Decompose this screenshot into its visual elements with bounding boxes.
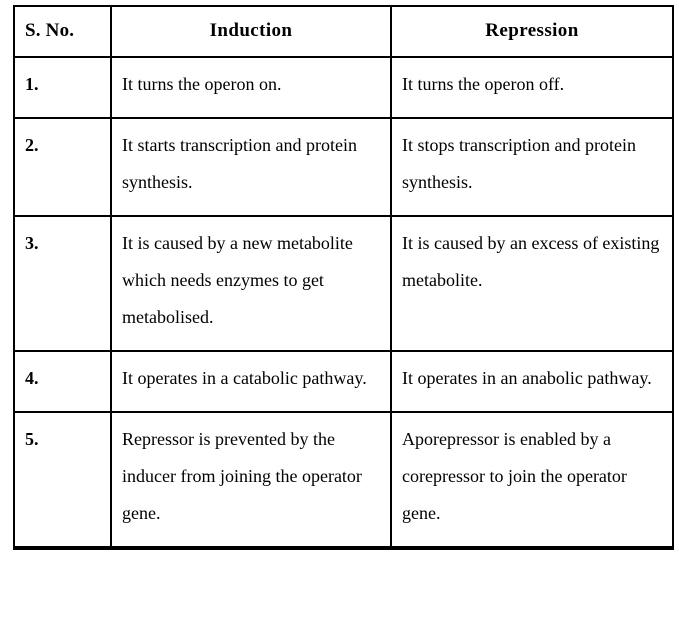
column-header-induction: Induction	[110, 5, 392, 58]
cell-repression: It turns the operon off.	[390, 56, 674, 119]
table-row: 2. It starts transcription and protein s…	[13, 117, 674, 217]
cell-induction: It is caused by a new metabolite which n…	[110, 215, 392, 352]
cell-sno: 2.	[13, 117, 112, 217]
cell-repression: It is caused by an excess of existing me…	[390, 215, 674, 352]
cell-sno: 4.	[13, 350, 112, 413]
cell-repression-text: It turns the operon off.	[402, 74, 565, 94]
cell-sno: 1.	[13, 56, 112, 119]
table-header-row: S. No. Induction Repression	[13, 5, 674, 58]
table-header: S. No. Induction Repression	[13, 5, 674, 58]
column-header-sno: S. No.	[13, 5, 112, 58]
cell-induction-text: It operates in a catabolic pathway.	[122, 368, 367, 388]
table-row: 3. It is caused by a new metabolite whic…	[13, 215, 674, 352]
cell-repression-text: It is caused by an excess of existing me…	[402, 233, 660, 290]
cell-induction: Repressor is prevented by the inducer fr…	[110, 411, 392, 550]
column-header-repression: Repression	[390, 5, 674, 58]
cell-induction: It starts transcription and protein synt…	[110, 117, 392, 217]
cell-sno: 3.	[13, 215, 112, 352]
cell-induction-text: Repressor is prevented by the inducer fr…	[122, 429, 362, 523]
comparison-table-container: S. No. Induction Repression 1. It turns …	[13, 5, 674, 550]
cell-repression: It operates in an anabolic pathway.	[390, 350, 674, 413]
cell-induction-text: It is caused by a new metabolite which n…	[122, 233, 353, 327]
cell-induction-text: It turns the operon on.	[122, 74, 282, 94]
table-row: 1. It turns the operon on. It turns the …	[13, 56, 674, 119]
cell-repression-text: It stops transcription and protein synth…	[402, 135, 636, 192]
cell-repression-text: Aporepressor is enabled by a corepressor…	[402, 429, 627, 523]
induction-repression-comparison-table: S. No. Induction Repression 1. It turns …	[13, 5, 674, 550]
cell-induction: It operates in a catabolic pathway.	[110, 350, 392, 413]
table-row: 4. It operates in a catabolic pathway. I…	[13, 350, 674, 413]
table-body: 1. It turns the operon on. It turns the …	[13, 56, 674, 550]
cell-repression: It stops transcription and protein synth…	[390, 117, 674, 217]
cell-induction-text: It starts transcription and protein synt…	[122, 135, 357, 192]
cell-repression-text: It operates in an anabolic pathway.	[402, 368, 652, 388]
cell-sno: 5.	[13, 411, 112, 550]
cell-induction: It turns the operon on.	[110, 56, 392, 119]
table-row: 5. Repressor is prevented by the inducer…	[13, 411, 674, 550]
cell-repression: Aporepressor is enabled by a corepressor…	[390, 411, 674, 550]
